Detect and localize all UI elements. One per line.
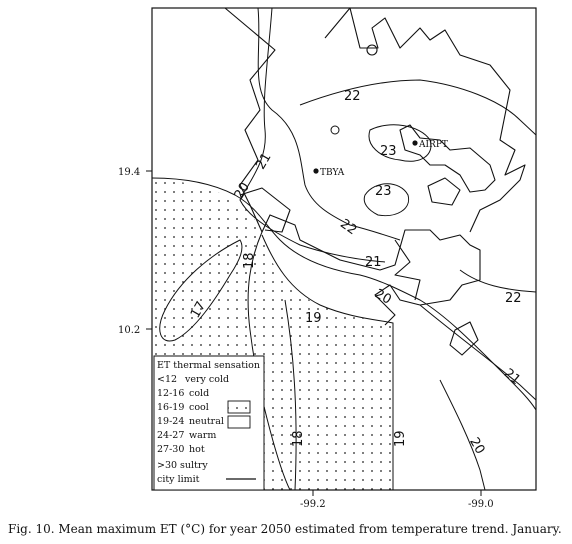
legend-row-3-range: 16-19 bbox=[157, 402, 184, 413]
legend-row-3-label: cool bbox=[189, 402, 209, 413]
x-tick-2: -99.0 bbox=[468, 499, 494, 510]
iso-label-18b: 18 bbox=[291, 430, 306, 447]
isotherm-22-north bbox=[257, 7, 401, 241]
isotherm-21-north bbox=[239, 7, 386, 263]
isotherm-17-loop bbox=[159, 239, 243, 342]
legend-row-5-label: warm bbox=[189, 430, 216, 441]
isotherm-19 bbox=[261, 234, 394, 490]
isotherm-lines bbox=[151, 7, 537, 491]
legend-row-2-range: 12-16 bbox=[157, 388, 184, 399]
iso-label-22c: 22 bbox=[505, 291, 522, 306]
isotherm-23-loop-lower bbox=[363, 183, 410, 217]
iso-label-20c: 20 bbox=[466, 435, 487, 457]
isotherm-22-east bbox=[459, 269, 537, 293]
iso-label-19a: 19 bbox=[305, 311, 322, 326]
city-limit-east-shape bbox=[427, 177, 461, 206]
isotherm-small-loop bbox=[330, 125, 340, 135]
legend-row-5-range: 24-27 bbox=[157, 430, 184, 441]
city-limit-west-jag bbox=[239, 187, 291, 233]
city-limit-lines bbox=[152, 7, 526, 356]
iso-label-19b: 19 bbox=[393, 430, 408, 447]
city-limit-east-loop bbox=[399, 124, 496, 193]
city-limit-ring bbox=[366, 44, 378, 56]
legend-row-2-label: cold bbox=[189, 388, 209, 399]
legend: ET thermal sensation <12 very cold 12-16… bbox=[153, 355, 265, 491]
iso-label-23b: 23 bbox=[375, 184, 392, 199]
x-tick-1: -99.2 bbox=[300, 499, 326, 510]
iso-label-20a: 20 bbox=[232, 180, 253, 202]
legend-row-6-range: 27-30 bbox=[157, 444, 184, 455]
legend-row-1-label: very cold bbox=[184, 374, 229, 385]
sites: TBYA AIRPT bbox=[313, 140, 448, 178]
iso-label-23a: 23 bbox=[380, 144, 397, 159]
isotherm-20-south bbox=[439, 379, 486, 491]
isotherm-18-south bbox=[284, 299, 297, 491]
legend-title: ET thermal sensation bbox=[157, 360, 260, 371]
iso-label-21b: 21 bbox=[365, 255, 382, 270]
figure-caption: Fig. 10. Mean maximum ET (°C) for year 2… bbox=[8, 522, 562, 536]
city-limit-north bbox=[324, 7, 526, 233]
iso-label-17: 17 bbox=[188, 299, 209, 321]
isotherm-22-top bbox=[299, 79, 537, 136]
iso-label-20b: 20 bbox=[372, 286, 394, 307]
site-tbya-label: TBYA bbox=[320, 168, 345, 178]
legend-row-4-range: 19-24 bbox=[157, 416, 184, 427]
legend-row-1-range: <12 bbox=[157, 374, 177, 385]
site-airpt-marker bbox=[412, 140, 418, 146]
legend-row-6-label: hot bbox=[189, 444, 205, 455]
iso-label-18a: 18 bbox=[242, 252, 257, 269]
city-limit-south-jag bbox=[394, 239, 421, 301]
legend-row-7-range: >30 bbox=[157, 460, 177, 471]
legend-swatch-cool bbox=[227, 400, 251, 414]
map-frame bbox=[151, 7, 537, 491]
legend-city-limit: city limit bbox=[157, 474, 200, 485]
isotherm-23-loop-upper bbox=[368, 124, 432, 162]
city-limit-south-east bbox=[449, 321, 479, 356]
site-tbya-marker bbox=[313, 168, 319, 174]
y-tick-1: 19.4 bbox=[118, 167, 140, 178]
iso-label-21a: 21 bbox=[253, 150, 274, 172]
legend-row-7-label: sultry bbox=[180, 460, 208, 471]
axis-ticks bbox=[146, 170, 482, 496]
legend-swatch-neutral bbox=[227, 415, 251, 429]
site-airpt-label: AIRPT bbox=[418, 140, 448, 150]
legend-row-4-label: neutral bbox=[189, 416, 224, 427]
y-tick-2: 10.2 bbox=[118, 325, 140, 336]
iso-label-22a: 22 bbox=[344, 89, 361, 104]
isotherm-21-east bbox=[419, 304, 537, 401]
